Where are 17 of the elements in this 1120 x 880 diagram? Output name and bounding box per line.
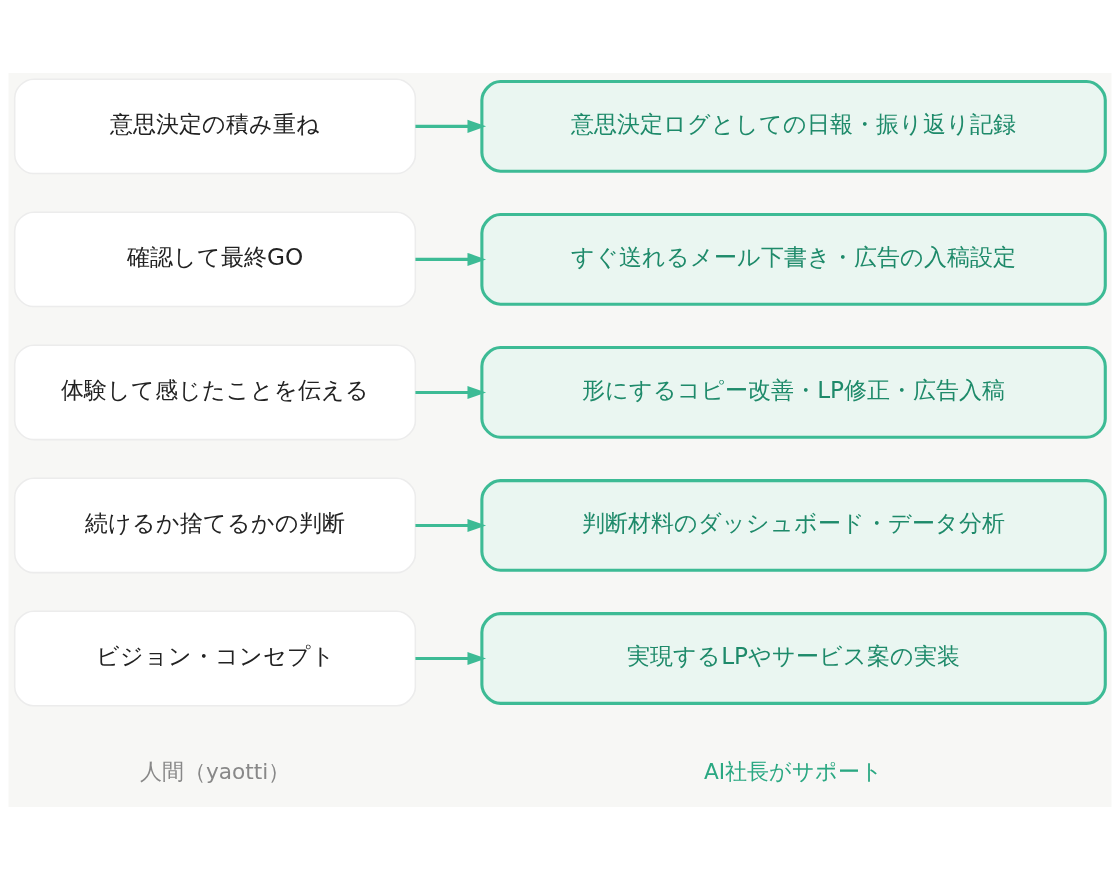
node-box: すぐ送れるメール下書き・広告の入稿設定 (480, 213, 1107, 306)
node-box: 意思決定ログとしての日報・振り返り記録 (480, 79, 1107, 173)
arrow (415, 385, 487, 399)
node-box: 判断材料のダッシュボード・データ分析 (480, 479, 1107, 572)
label: 人間（yaotti） (139, 758, 291, 784)
label: AI社長がサポート (703, 758, 884, 784)
arrow (415, 518, 487, 532)
node-box: 実現するLPやサービス案の実装 (480, 612, 1107, 705)
arrow (415, 119, 487, 133)
node-box: 体験して感じたことを伝える (13, 344, 417, 441)
node-box: 続けるか捨てるかの判断 (13, 477, 417, 574)
arrow (415, 252, 487, 266)
node-box: 確認して最終GO (13, 211, 417, 308)
node-box: 形にするコピー改善・LP修正・広告入稿 (480, 346, 1107, 439)
node-box: 意思決定の積み重ね (13, 78, 417, 175)
arrow (415, 652, 487, 665)
node-box: ビジョン・コンセプト (13, 610, 417, 707)
